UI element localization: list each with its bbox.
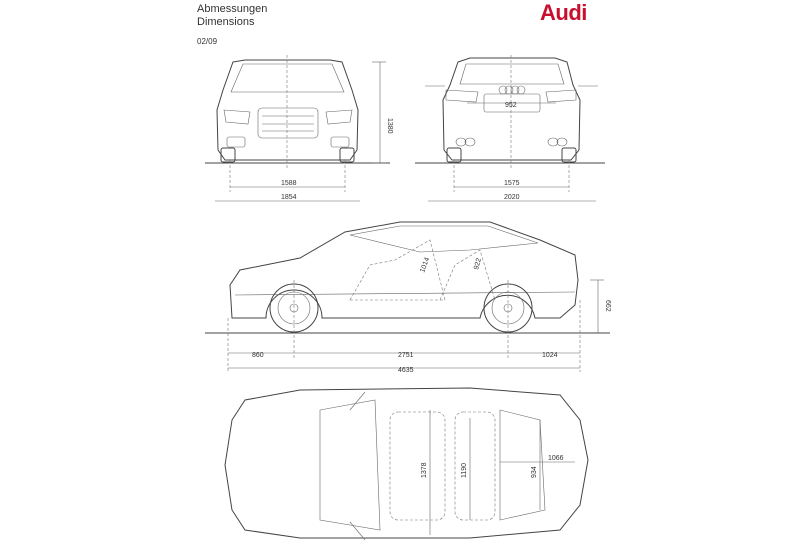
dim-seat-a: 1014 — [419, 257, 431, 274]
dim-top-d: 1066 — [548, 455, 564, 462]
dim-front-overhang: 860 — [252, 352, 264, 359]
dim-width-front: 1854 — [281, 194, 297, 201]
dim-front-track: 1588 — [281, 180, 297, 187]
dim-rear-overhang: 1024 — [542, 352, 558, 359]
front-view: 1588 1854 1380 — [205, 55, 393, 202]
side-view: 860 2751 1024 4635 662 1014 922 — [205, 221, 611, 374]
dim-top-c: 934 — [531, 466, 538, 478]
dim-seat-b: 922 — [473, 257, 483, 270]
dim-rear-height: 662 — [604, 300, 611, 312]
dim-width-mirrors: 2020 — [504, 194, 520, 201]
dim-wheelbase: 2751 — [398, 352, 414, 359]
date-label: 02/09 — [197, 37, 218, 46]
audi-logo: Audi — [540, 0, 587, 25]
title-english: Dimensions — [197, 16, 255, 28]
dim-height: 1380 — [386, 118, 393, 134]
rear-view: 1575 2020 952 — [415, 55, 605, 202]
title-german: Abmessungen — [197, 3, 268, 15]
dim-top-a: 1378 — [421, 462, 428, 478]
dim-length: 4635 — [398, 367, 414, 374]
top-view: 1378 1190 934 1066 — [224, 387, 589, 540]
dim-rear-inner: 952 — [505, 102, 517, 109]
dim-rear-track: 1575 — [504, 180, 520, 187]
dim-top-b: 1190 — [461, 463, 468, 478]
